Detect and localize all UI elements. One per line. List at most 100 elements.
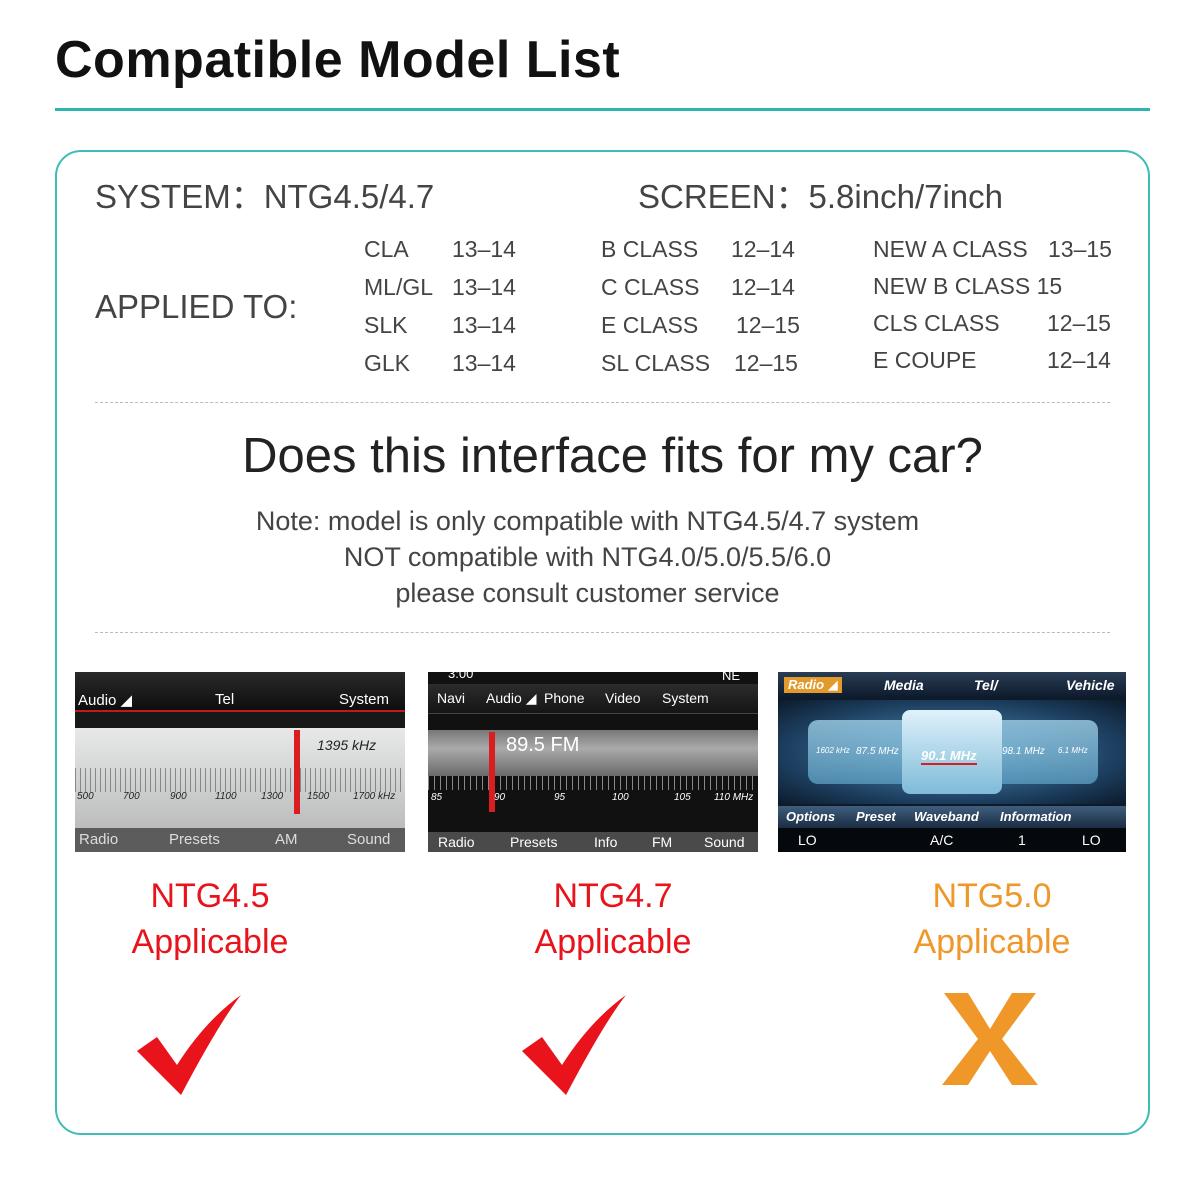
scale-label: 700 (123, 791, 140, 802)
x-mark-icon (942, 993, 1038, 1085)
clock: 3:00 (448, 672, 474, 681)
scale-label: 90 (494, 792, 506, 803)
screen-menu-item: Information (1000, 809, 1072, 824)
ntg47-screenshot: 3:00 NE Navi Audio ◢ Phone Video System … (428, 672, 758, 852)
scale-label: 1100 (215, 791, 237, 802)
divider (95, 632, 1110, 633)
screen-menu-item: Radio (79, 831, 119, 848)
verdict-ntg45: NTG4.5 Applicable (90, 873, 330, 965)
screen-tab: Audio ◢ (486, 690, 537, 706)
applied-to-label: APPLIED TO: (95, 288, 298, 325)
station-label: 1602 kHz (816, 746, 850, 755)
checkmark-icon (137, 995, 241, 1095)
screen-tab: Vehicle (1066, 677, 1115, 693)
station-label: 6.1 MHz (1058, 746, 1088, 755)
verdict-status: Applicable (534, 923, 692, 961)
scale-label: 100 (612, 792, 629, 803)
screen-menu-item: Preset (856, 809, 896, 824)
model-name: E CLASS (601, 312, 699, 338)
content-card (55, 150, 1150, 1135)
scale-label: 500 (77, 791, 94, 802)
model-name: CLS CLASS (873, 310, 1000, 336)
model-name: CLA (364, 236, 409, 262)
screen-menu-item: AM (275, 831, 298, 848)
climate-value: LO (1082, 832, 1101, 848)
screen-menu-item: Radio (438, 834, 475, 850)
checkmark-icon (522, 995, 626, 1095)
climate-value: LO (798, 832, 817, 848)
model-years: 13–15 (1048, 236, 1112, 262)
verdict-system: NTG4.7 (553, 877, 673, 915)
screen-spec: SCREEN：5.8inch/7inch (638, 178, 1003, 215)
screen-tab: Tel (215, 691, 235, 708)
frequency-readout: 1395 kHz (317, 737, 377, 753)
note-line: please consult customer service (395, 578, 780, 608)
station-label-current: 90.1 MHz (921, 748, 977, 765)
screen-menu-item: Waveband (914, 809, 979, 824)
scale-label: 85 (431, 792, 443, 803)
model-name: SLK (364, 312, 408, 338)
model-years: 12–14 (1047, 347, 1111, 373)
model-name: SL CLASS (601, 350, 711, 376)
screen-menu-item: Info (594, 834, 618, 850)
ntg45-screenshot: Audio ◢ Tel System 1395 kHz 500 700 900 … (75, 672, 405, 852)
ntg50-screenshot: Radio ◢ Media Tel/ Vehicle 1602 kHz 87.5… (778, 672, 1126, 852)
verdict-system: NTG4.5 (150, 877, 270, 915)
screen-menu-item: Sound (704, 834, 745, 850)
model-name: B CLASS (601, 236, 699, 262)
screen-menu-item: Sound (347, 831, 391, 848)
page-title: Compatible Model List (55, 31, 621, 89)
station-label: 98.1 MHz (1002, 746, 1045, 757)
model-years: 13–14 (452, 312, 516, 338)
question-heading: Does this interface fits for my car? (242, 429, 983, 483)
screen-tab: Media (884, 677, 924, 693)
verdict-status: Applicable (131, 923, 289, 961)
verdict-ntg47: NTG4.7 Applicable (493, 873, 733, 965)
model-name: NEW A CLASS (873, 236, 1028, 262)
screen-tab: Tel/ (974, 677, 998, 693)
note-line: NOT compatible with NTG4.0/5.0/5.5/6.0 (343, 542, 832, 572)
model-name: GLK (364, 350, 411, 376)
screen-menu-item: Options (786, 809, 836, 824)
scale-label: 110 MHz (714, 792, 754, 803)
divider (95, 402, 1110, 403)
climate-value: A/C (930, 832, 954, 848)
model-years: 12–15 (1047, 310, 1111, 336)
screen-tab: Radio ◢ (784, 677, 842, 693)
screen-tab: System (339, 691, 390, 708)
model-name: E COUPE (873, 347, 977, 373)
scale-label: 1500 (307, 791, 330, 802)
screen-tab: Navi (437, 690, 466, 706)
scale-label: 105 (674, 792, 691, 803)
note-line: Note: model is only compatible with NTG4… (255, 506, 920, 536)
model-name: NEW B CLASS 15 (873, 273, 1063, 299)
model-years: 12–14 (731, 236, 795, 262)
screen-tab: Phone (544, 690, 585, 706)
verdict-system: NTG5.0 (932, 877, 1052, 915)
model-years: 12–15 (736, 312, 800, 338)
verdict-ntg50: NTG5.0 Applicable (872, 873, 1112, 965)
compass: NE (722, 672, 741, 683)
screen-menu-item: FM (652, 834, 673, 850)
scale-label: 95 (554, 792, 566, 803)
model-years: 13–14 (452, 350, 516, 376)
scale-label: 1300 (261, 791, 284, 802)
title-underline (55, 108, 1150, 111)
model-years: 12–14 (731, 274, 795, 300)
screen-tab: System (662, 690, 709, 706)
climate-value: 1 (1018, 832, 1026, 848)
model-years: 12–15 (734, 350, 798, 376)
screen-menu-item: Presets (510, 834, 558, 850)
screen-tab: Video (605, 690, 641, 706)
screen-tab: Audio ◢ (78, 692, 133, 709)
model-years: 13–14 (452, 236, 516, 262)
model-name: ML/GL (364, 274, 434, 300)
system-spec: SYSTEM：NTG4.5/4.7 (95, 178, 435, 215)
verdict-status: Applicable (913, 923, 1071, 961)
scale-label: 1700 kHz (353, 791, 396, 802)
frequency-readout: 89.5 FM (506, 734, 580, 756)
screen-menu-item: Presets (169, 831, 220, 848)
station-label: 87.5 MHz (856, 746, 899, 757)
model-years: 13–14 (452, 274, 516, 300)
scale-label: 900 (170, 791, 187, 802)
